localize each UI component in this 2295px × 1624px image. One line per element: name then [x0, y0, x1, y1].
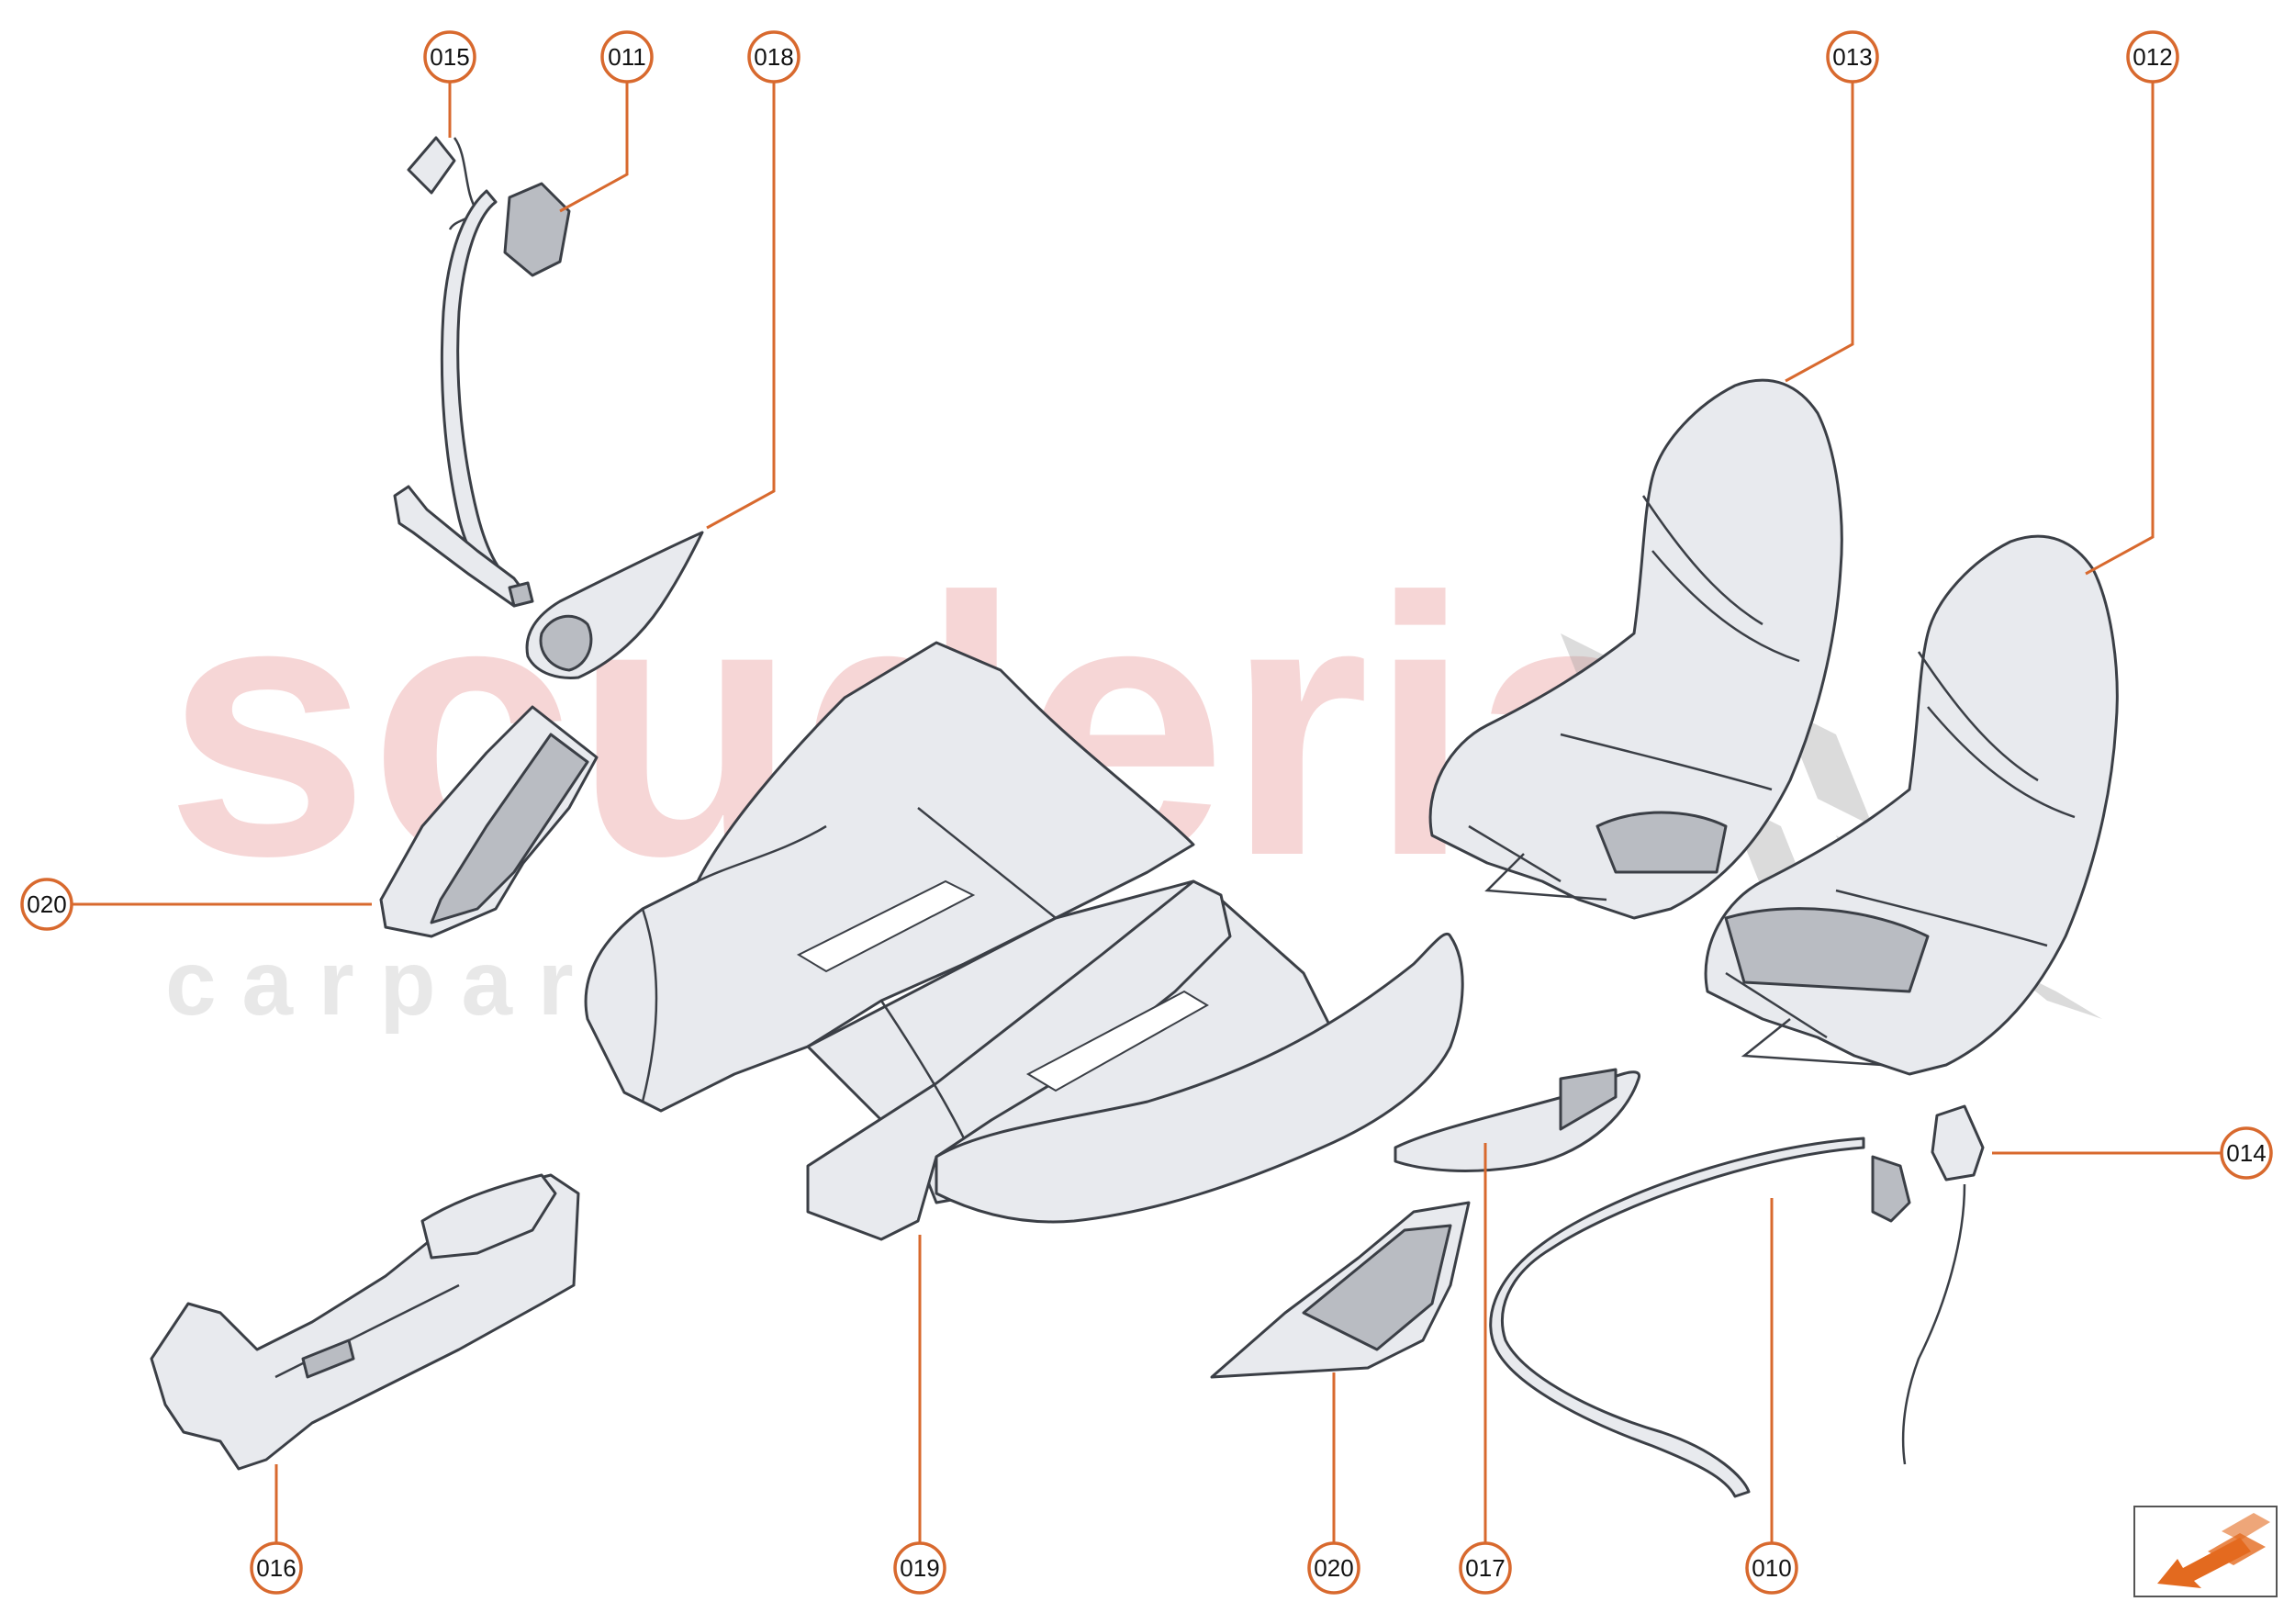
svg-text:014: 014 — [2226, 1139, 2266, 1167]
callout-020-left[interactable]: 020 — [20, 878, 73, 931]
pillar-trim — [525, 531, 704, 679]
callout-011[interactable]: 011 — [600, 30, 654, 84]
callout-014[interactable]: 014 — [2220, 1126, 2273, 1180]
svg-text:019: 019 — [900, 1554, 939, 1582]
svg-text:016: 016 — [256, 1554, 296, 1582]
seat-rear — [1428, 378, 1843, 920]
svg-text:018: 018 — [754, 43, 793, 71]
sill-trim-left — [379, 705, 599, 938]
callouts: 015 011 018 013 012 020 014 016 019 020 … — [20, 30, 2273, 1595]
callout-015[interactable]: 015 — [423, 30, 476, 84]
callout-012[interactable]: 012 — [2126, 30, 2179, 84]
svg-text:011: 011 — [608, 43, 645, 71]
svg-text:020: 020 — [27, 890, 66, 918]
centre-console — [150, 1173, 580, 1471]
callout-016[interactable]: 016 — [250, 1541, 303, 1595]
leader-lines — [72, 81, 2222, 1542]
floor-carpet — [584, 641, 1464, 1241]
callout-018[interactable]: 018 — [747, 30, 800, 84]
seat-front — [1704, 534, 2119, 1076]
navigation-arrow-icon[interactable] — [2133, 1506, 2278, 1597]
seat-belt-right — [1489, 1104, 1985, 1498]
svg-text:015: 015 — [430, 43, 469, 71]
svg-text:013: 013 — [1832, 43, 1872, 71]
leader-012 — [2085, 81, 2155, 576]
callout-017[interactable]: 017 — [1459, 1541, 1512, 1595]
leader-011 — [559, 81, 629, 213]
kick-panel — [1210, 1201, 1471, 1379]
svg-text:017: 017 — [1465, 1554, 1505, 1582]
leader-018 — [706, 81, 776, 530]
svg-text:010: 010 — [1752, 1554, 1791, 1582]
sill-trim-right — [1394, 1068, 1640, 1172]
callout-020-bottom[interactable]: 020 — [1307, 1541, 1360, 1595]
svg-text:012: 012 — [2133, 43, 2172, 71]
callout-010[interactable]: 010 — [1745, 1541, 1798, 1595]
callout-013[interactable]: 013 — [1826, 30, 1879, 84]
seat-belt-left — [393, 136, 571, 608]
callout-019[interactable]: 019 — [893, 1541, 946, 1595]
leader-013 — [1785, 81, 1854, 383]
svg-text:020: 020 — [1314, 1554, 1353, 1582]
